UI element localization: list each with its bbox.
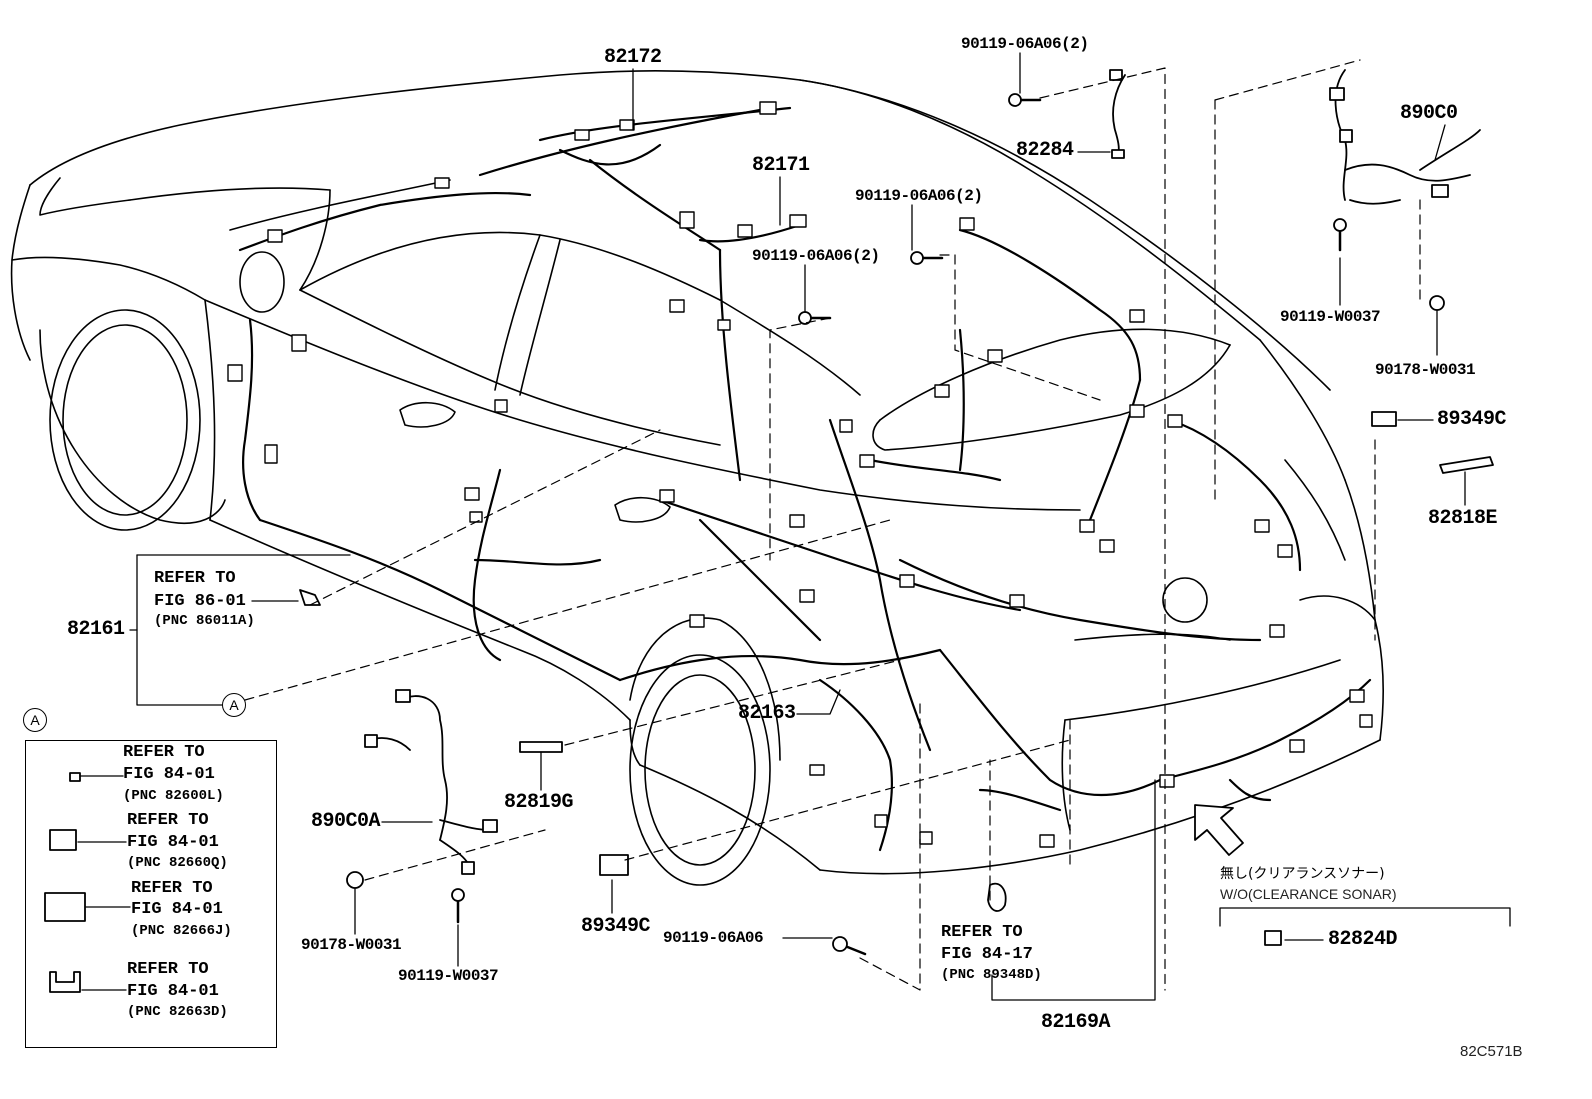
legend-item-3-line3: (PNC 82666J): [131, 923, 232, 939]
ref-fig84-17-line1: REFER TO: [941, 923, 1023, 942]
label-82171: 82171: [752, 154, 810, 177]
label-82824D: 82824D: [1328, 928, 1398, 951]
legend-item-3-line1: REFER TO: [131, 879, 213, 898]
ref-fig86-line3: (PNC 86011A): [154, 613, 255, 629]
label-82163: 82163: [738, 702, 796, 725]
label-fastener-mid-1: 90119-06A06(2): [855, 187, 983, 205]
legend-item-2-line3: (PNC 82660Q): [127, 855, 228, 871]
label-82161: 82161: [67, 618, 125, 641]
legend-box: [25, 740, 277, 1048]
legend-item-3-line2: FIG 84-01: [131, 900, 223, 919]
label-fastener-right-clip: 90178-W0031: [1375, 361, 1476, 379]
legend-item-2-line2: FIG 84-01: [127, 833, 219, 852]
sonar-note-en: W/O(CLEARANCE SONAR): [1220, 886, 1397, 902]
label-82169A: 82169A: [1041, 1011, 1111, 1034]
label-82819G: 82819G: [504, 791, 574, 814]
label-89349C-bottom: 89349C: [581, 915, 651, 938]
label-fastener-right-bolt: 90119-W0037: [1280, 308, 1381, 326]
legend-marker-a: A: [23, 708, 47, 732]
sonar-note-jp: 無し(クリアランスソナー): [1220, 866, 1385, 882]
label-fastener-bottom: 90119-06A06: [663, 929, 764, 947]
legend-item-4-line2: FIG 84-01: [127, 982, 219, 1001]
car-body-outline: [10, 70, 1385, 886]
label-890C0A: 890C0A: [311, 810, 381, 833]
dashed-leader-lines: [244, 59, 1421, 991]
legend-item-4-line1: REFER TO: [127, 960, 209, 979]
legend-item-2-line1: REFER TO: [127, 811, 209, 830]
legend-item-1-line1: REFER TO: [123, 743, 205, 762]
figure-id: 82C571B: [1460, 1043, 1523, 1060]
label-fastener-mid-2: 90119-06A06(2): [752, 247, 880, 265]
separate-parts: [44, 69, 1494, 993]
ref-fig84-17-line3: (PNC 89348D): [941, 967, 1042, 983]
label-82172: 82172: [604, 46, 662, 69]
legend-item-1-line2: FIG 84-01: [123, 765, 215, 784]
solid-leader-lines: [77, 52, 1511, 1001]
label-fastener-left-bolt: 90119-W0037: [398, 967, 499, 985]
legend-item-1-line3: (PNC 82600L): [123, 788, 224, 804]
ref-fig86-line2: FIG 86-01: [154, 592, 246, 611]
label-fastener-left-clip: 90178-W0031: [301, 936, 402, 954]
marker-a-diagram: A: [222, 693, 246, 717]
connector-marks: [227, 101, 1373, 848]
legend-item-4-line3: (PNC 82663D): [127, 1004, 228, 1020]
label-82284: 82284: [1016, 139, 1074, 162]
label-82818E: 82818E: [1428, 507, 1498, 530]
ref-fig84-17-line2: FIG 84-17: [941, 945, 1033, 964]
ref-fig86-line1: REFER TO: [154, 569, 236, 588]
wire-harness-paths: [238, 106, 1372, 852]
label-890C0: 890C0: [1400, 102, 1458, 125]
label-89349C-right: 89349C: [1437, 408, 1507, 431]
label-fastener-top-center: 90119-06A06(2): [961, 35, 1089, 53]
